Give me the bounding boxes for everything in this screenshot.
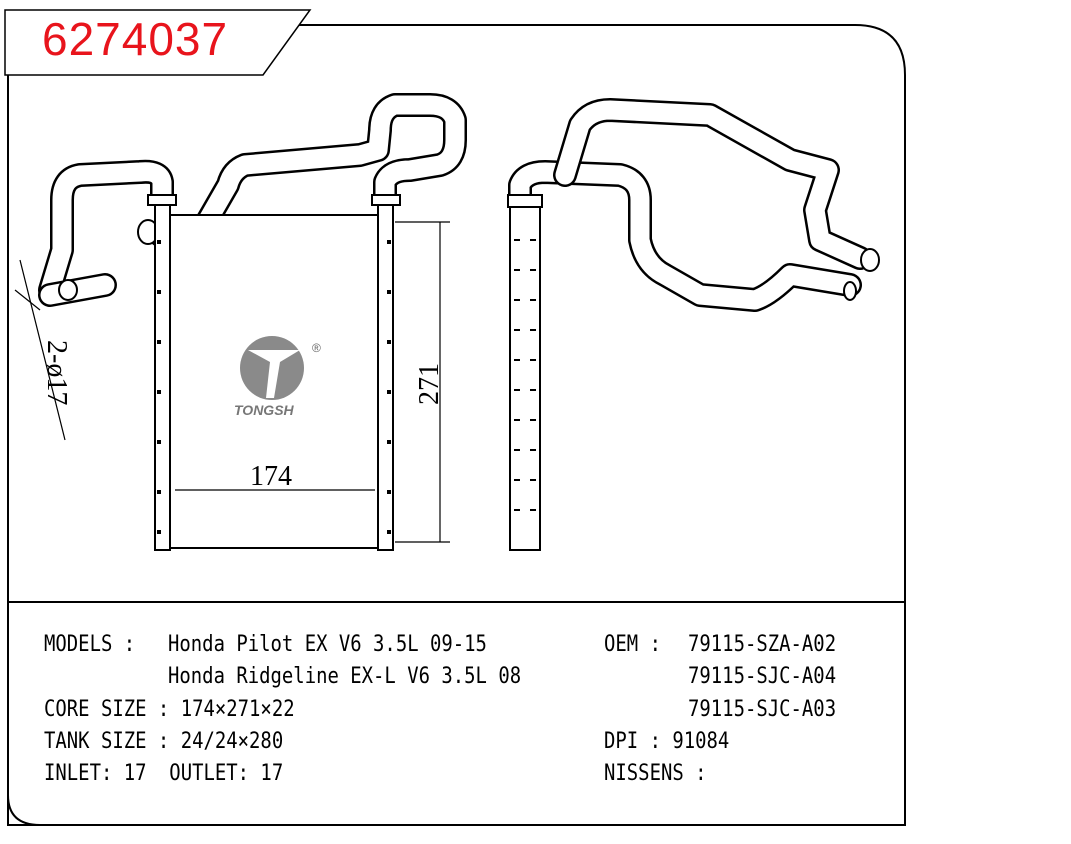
side-view-pipes [508, 98, 872, 312]
dimension-lines [14, 221, 450, 543]
models-label: MODELS : [44, 632, 147, 657]
nissens-number: NISSENS : [604, 761, 707, 786]
side-outlet-pipe-end [843, 281, 857, 301]
part-number: 6274037 [42, 13, 229, 65]
side-view-core [507, 194, 543, 551]
tongsh-logo: ® TONGSH [234, 336, 321, 418]
oem-label: OEM : [604, 632, 673, 657]
oem-1: 79115-SZA-A02 [688, 632, 837, 657]
side-inlet-pipe-end [860, 248, 880, 272]
outlet-pipe-end [58, 279, 78, 301]
svg-text:®: ® [312, 341, 321, 355]
dpi-number: DPI : 91084 [604, 729, 730, 754]
width-dimension: 174 [250, 461, 292, 492]
oem-3: 79115-SJC-A03 [688, 697, 837, 722]
side-tank-dots [514, 239, 536, 511]
oem-2: 79115-SJC-A04 [688, 664, 837, 689]
part-number-tab [4, 9, 312, 76]
tank-size: TANK SIZE : 24/24×280 [44, 729, 284, 754]
core-size: CORE SIZE : 174×271×22 [44, 697, 295, 722]
inlet-outlet: INLET: 17 OUTLET: 17 [44, 761, 284, 786]
model-2: Honda Ridgeline EX-L V6 3.5L 08 [168, 664, 522, 689]
tank-dots [157, 240, 391, 534]
model-1: Honda Pilot EX V6 3.5L 09-15 [168, 632, 487, 657]
svg-text:TONGSH: TONGSH [234, 402, 295, 418]
height-dimension: 271 [414, 363, 445, 405]
sheet-frame [7, 24, 906, 826]
pipe-diameter-dimension: 2-ø17 [41, 340, 72, 405]
